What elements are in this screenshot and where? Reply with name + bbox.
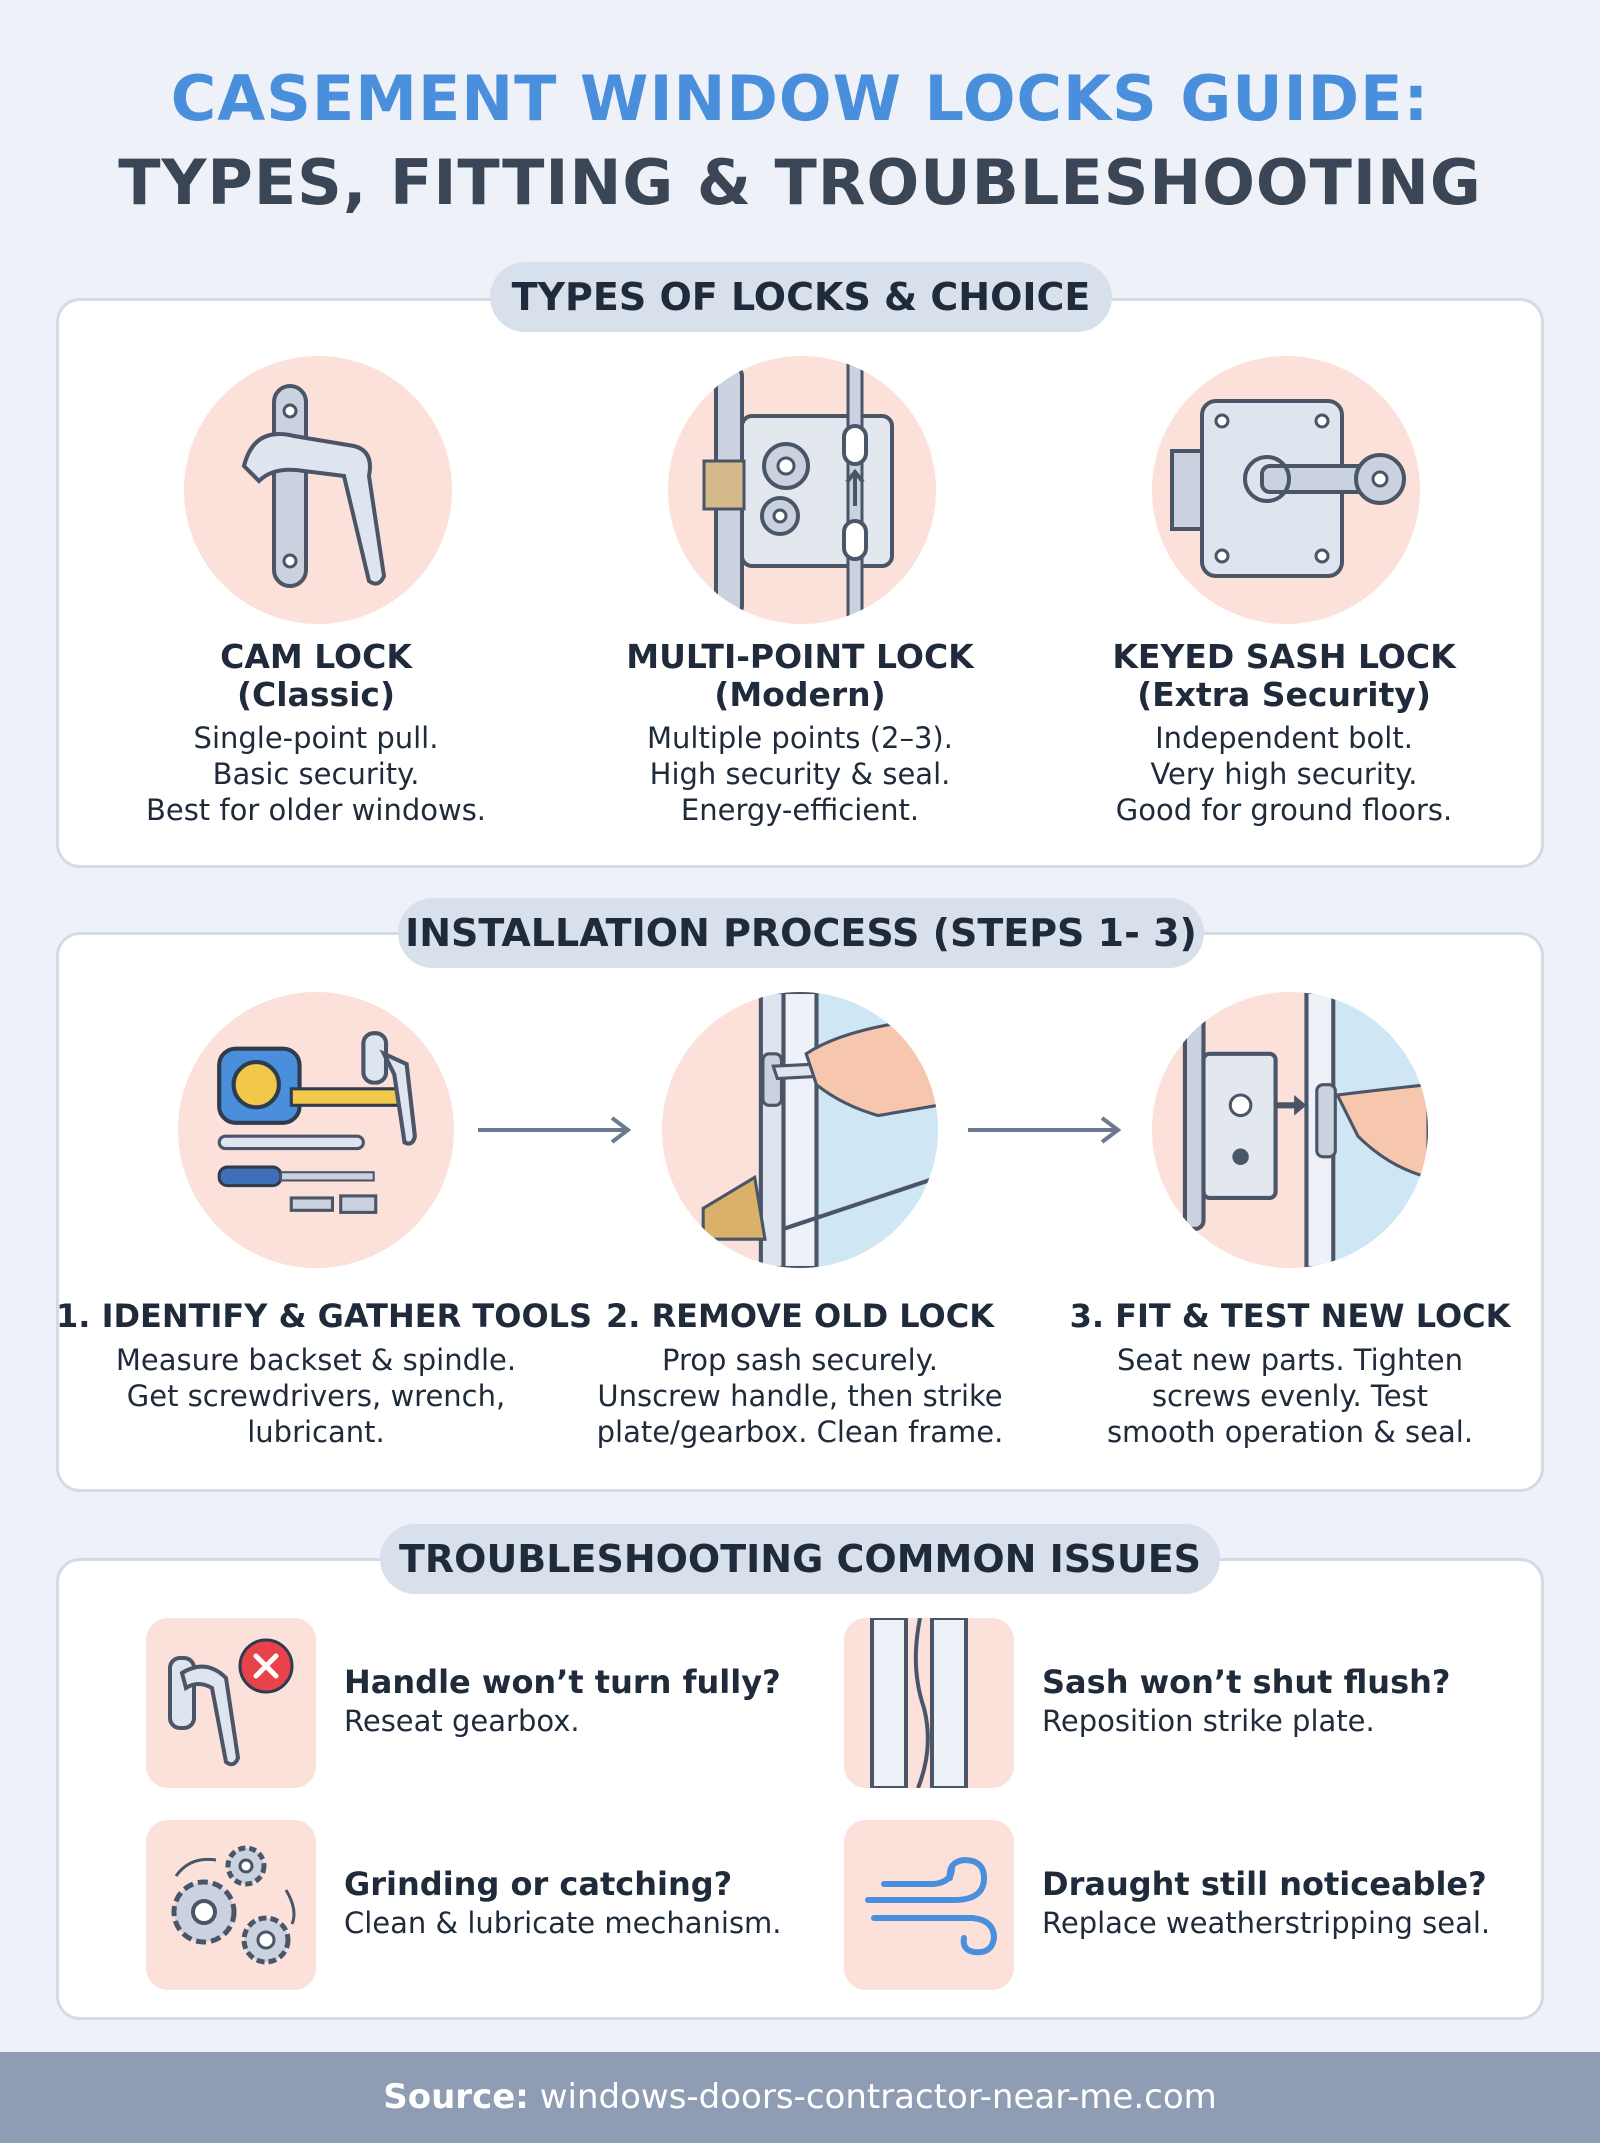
install-heading: INSTALLATION PROCESS (STEPS 1- 3) — [398, 898, 1204, 968]
keyed-sash-lock-sub: (Extra Security) — [1137, 675, 1431, 714]
cam-lock-name: CAM LOCK — [220, 637, 412, 676]
multi-point-lock-card: MULTI-POINT LOCK (Modern) Multiple point… — [540, 638, 1060, 828]
step-2-line: plate/gearbox. Clean frame. — [596, 1415, 1004, 1449]
multi-point-lock-line: Energy-efficient. — [680, 793, 920, 827]
cam-lock-handle-icon — [184, 356, 452, 624]
step-3-line: smooth operation & seal. — [1106, 1415, 1474, 1449]
page-title-line-2: TYPES, FITTING & TROUBLESHOOTING — [118, 146, 1482, 219]
step-2-card: 2. REMOVE OLD LOCK Prop sash securely. U… — [540, 1296, 1060, 1450]
issue-question: Grinding or catching? — [344, 1865, 733, 1903]
multi-point-gearbox-icon — [668, 356, 936, 624]
keyed-lock-icon — [1152, 356, 1420, 624]
tools-icon — [178, 992, 454, 1268]
step-1-card: 1. IDENTIFY & GATHER TOOLS Measure backs… — [56, 1296, 593, 1450]
issue-handle: Handle won’t turn fully? Reseat gearbox. — [344, 1662, 844, 1740]
keyed-sash-lock-line: Independent bolt. — [1155, 721, 1413, 755]
cam-lock-card: CAM LOCK (Classic) Single-point pull. Ba… — [56, 638, 576, 828]
cam-lock-sub: (Classic) — [236, 675, 396, 714]
issue-answer: Reposition strike plate. — [1042, 1704, 1375, 1738]
keyed-sash-lock-line: Good for ground floors. — [1115, 793, 1453, 827]
page-title-line-1: CASEMENT WINDOW LOCKS GUIDE: — [170, 62, 1430, 135]
cam-lock-line: Single-point pull. — [193, 721, 439, 755]
step-arrow-icon — [968, 1116, 1122, 1144]
draught-wind-icon — [844, 1820, 1014, 1990]
trouble-heading: TROUBLESHOOTING COMMON ISSUES — [380, 1524, 1220, 1594]
issue-grinding: Grinding or catching? Clean & lubricate … — [344, 1864, 844, 1942]
keyed-sash-lock-name: KEYED SASH LOCK — [1112, 637, 1456, 676]
multi-point-lock-name: MULTI-POINT LOCK — [626, 637, 974, 676]
issue-sash: Sash won’t shut flush? Reposition strike… — [1042, 1662, 1542, 1740]
multi-point-lock-line: Multiple points (2–3). — [647, 721, 953, 755]
step-3-line: screws evenly. Test — [1151, 1379, 1429, 1413]
cam-lock-line: Basic security. — [212, 757, 420, 791]
step-1-line: Measure backset & spindle. — [115, 1343, 517, 1377]
step-1-title: 1. IDENTIFY & GATHER TOOLS — [56, 1297, 593, 1335]
issue-answer: Replace weatherstripping seal. — [1042, 1906, 1491, 1940]
remove-handle-icon — [662, 992, 938, 1268]
step-2-title: 2. REMOVE OLD LOCK — [605, 1297, 995, 1335]
issue-draught: Draught still noticeable? Replace weathe… — [1042, 1864, 1542, 1942]
step-2-line: Unscrew handle, then strike — [597, 1379, 1003, 1413]
step-3-card: 3. FIT & TEST NEW LOCK Seat new parts. T… — [1030, 1296, 1550, 1450]
multi-point-lock-line: High security & seal. — [649, 757, 951, 791]
multi-point-lock-sub: (Modern) — [714, 675, 886, 714]
cam-lock-line: Best for older windows. — [145, 793, 487, 827]
issue-question: Draught still noticeable? — [1042, 1865, 1487, 1903]
step-1-line: Get screwdrivers, wrench, — [126, 1379, 506, 1413]
types-heading: TYPES OF LOCKS & CHOICE — [490, 262, 1112, 332]
issue-question: Sash won’t shut flush? — [1042, 1663, 1451, 1701]
fit-lock-icon — [1152, 992, 1428, 1268]
step-1-line: lubricant. — [247, 1415, 385, 1449]
footer-source-url: windows-doors-contractor-near-me.com — [528, 2077, 1217, 2117]
issue-question: Handle won’t turn fully? — [344, 1663, 781, 1701]
keyed-sash-lock-card: KEYED SASH LOCK (Extra Security) Indepen… — [1024, 638, 1544, 828]
footer-source: Source: windows-doors-contractor-near-me… — [0, 2052, 1600, 2143]
keyed-sash-lock-line: Very high security. — [1150, 757, 1418, 791]
step-arrow-icon — [478, 1116, 632, 1144]
step-2-line: Prop sash securely. — [662, 1343, 938, 1377]
sash-gap-icon — [844, 1618, 1014, 1788]
handle-error-icon — [146, 1618, 316, 1788]
issue-answer: Reseat gearbox. — [344, 1704, 580, 1738]
footer-source-label: Source: — [383, 2077, 529, 2117]
gears-icon — [146, 1820, 316, 1990]
step-3-title: 3. FIT & TEST NEW LOCK — [1069, 1297, 1511, 1335]
issue-answer: Clean & lubricate mechanism. — [344, 1906, 782, 1940]
step-3-line: Seat new parts. Tighten — [1116, 1343, 1464, 1377]
